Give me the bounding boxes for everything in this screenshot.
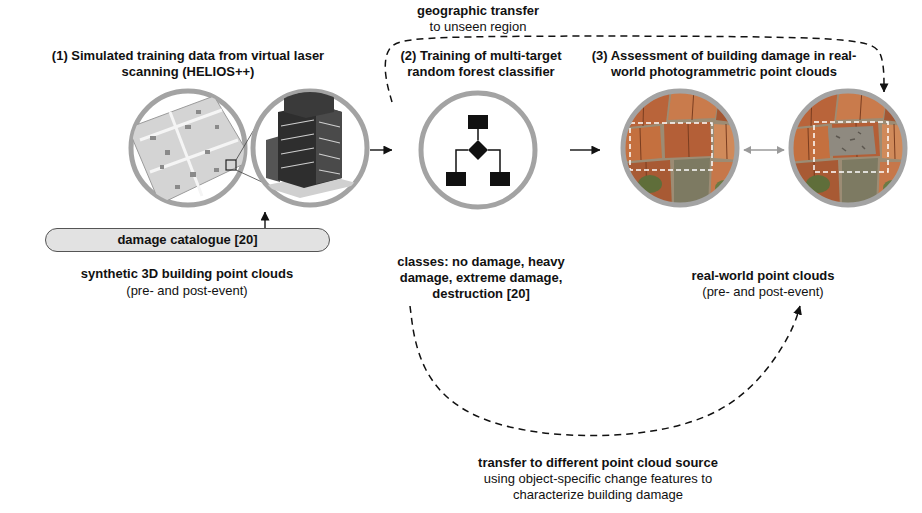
stage-subcaption: (pre- and post-event) (67, 283, 307, 299)
stage-subcaption: (pre- and post-event) (663, 284, 863, 300)
stage-panel: (2) Training of multi-target random fore… (392, 92, 570, 306)
stage-heading: (3) Assessment of building damage in rea… (588, 48, 860, 80)
decision-tree-icon (446, 115, 510, 186)
image-frame (253, 91, 367, 205)
comparison-arrow (744, 149, 784, 151)
zoom-frame (226, 160, 236, 170)
stage-caption: classes: no damage, heavy damage, extrem… (392, 254, 570, 302)
box-label: damage catalogue [20] (52, 232, 323, 248)
image-frame (791, 91, 905, 205)
terrain-plane (128, 96, 252, 204)
stage-heading: (2) Training of multi-target random fore… (392, 48, 570, 80)
stage-heading: (1) Simulated training data from virtual… (38, 48, 338, 80)
transfer-arrow (385, 36, 884, 102)
focus-frame (630, 123, 712, 170)
building-point-cloud (262, 90, 360, 198)
transfer-arrow (410, 306, 800, 436)
catalogue-box: damage catalogue [20] (45, 228, 330, 252)
arrow-note: using object-specific change features to… (448, 471, 748, 503)
stage-caption: synthetic 3D building point clouds (67, 266, 307, 282)
edge-label: transfer to different point cloud source (448, 455, 748, 471)
stage-panel: (3) Assessment of building damage in rea… (600, 92, 916, 306)
aerial-photo (620, 88, 740, 208)
focus-frame (814, 122, 888, 172)
stage-caption: real-world point clouds (663, 268, 863, 284)
building-block (150, 110, 219, 189)
image-frame (421, 93, 535, 207)
flow-arrow (370, 149, 392, 150)
city-model (128, 96, 252, 204)
flow-arrow (570, 149, 600, 150)
image-frame (623, 91, 737, 205)
edge-label: geographic transfer (398, 3, 558, 19)
arrow-note: to unseen region (398, 19, 558, 35)
street (140, 110, 238, 196)
flow-arrow (264, 212, 265, 228)
stage-panel: (1) Simulated training data from virtual… (18, 92, 370, 212)
aerial-photo (788, 88, 908, 208)
